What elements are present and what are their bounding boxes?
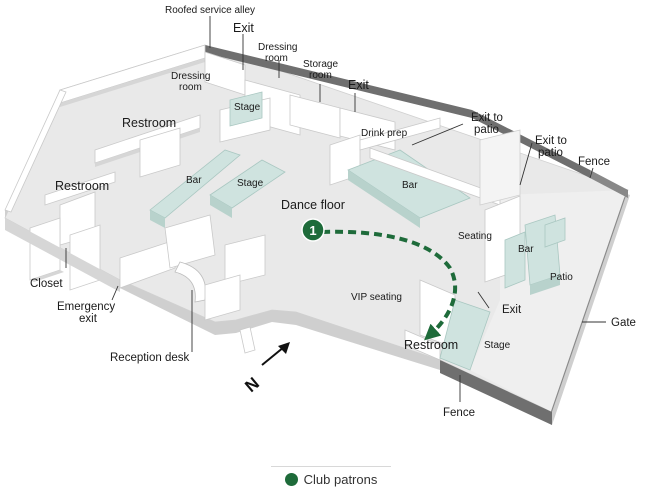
label-bar-patio: Bar (518, 244, 534, 255)
label-fence-bottom: Fence (443, 407, 475, 419)
label-exit-patio-side: Exit (502, 304, 522, 316)
fence-walls (205, 45, 628, 425)
label-emergency-exit-b: exit (79, 313, 98, 325)
label-storage-room-a: Storage (303, 59, 338, 70)
label-exit-top-left: Exit (233, 21, 254, 35)
leader-lines (65, 16, 606, 402)
label-restroom-bottom: Restroom (404, 338, 458, 352)
center-fixtures (149, 129, 521, 228)
patron-route: 1 (301, 218, 458, 341)
legend-dot-icon (284, 472, 298, 486)
label-drink-prep: Drink prep (361, 128, 408, 139)
label-dressing-room-2-a: Dressing (171, 71, 210, 82)
label-emergency-exit-a: Emergency (57, 301, 115, 313)
label-exit-to-patio-2-b: patio (538, 147, 563, 159)
label-dance-floor: Dance floor (281, 198, 345, 212)
label-dressing-room-1-a: Dressing (258, 42, 297, 53)
label-stage-bottom: Stage (484, 340, 511, 351)
label-roofed-service-alley: Roofed service alley (165, 5, 255, 16)
legend: Club patrons (271, 466, 391, 491)
patio-fixtures (484, 195, 566, 295)
label-stage-top: Stage (234, 102, 261, 113)
label-exit-to-patio-2-a: Exit to (535, 135, 567, 147)
label-storage-room-b: room (309, 70, 332, 81)
label-bar-center: Bar (402, 180, 418, 191)
label-seating: Seating (458, 231, 492, 242)
label-reception-desk: Reception desk (110, 352, 190, 364)
label-restroom-top: Restroom (122, 116, 176, 130)
label-exit-top-right: Exit (348, 78, 369, 92)
label-closet: Closet (30, 278, 63, 290)
legend-label: Club patrons (303, 471, 378, 487)
label-vip-seating: VIP seating (351, 292, 402, 303)
left-wing-walls (4, 44, 206, 292)
label-gate: Gate (611, 317, 636, 329)
north-label: N (241, 374, 263, 396)
label-stage-middle: Stage (237, 178, 264, 189)
label-dressing-room-1-b: room (265, 53, 288, 64)
label-fence-right: Fence (578, 156, 610, 168)
route-marker-circle (301, 218, 325, 242)
top-room-walls (204, 51, 441, 186)
label-exit-to-patio-1-b: patio (474, 124, 499, 136)
patron-path (321, 229, 458, 341)
label-bar-left: Bar (186, 175, 202, 186)
label-patio: Patio (550, 272, 573, 283)
label-dressing-room-2-b: room (179, 82, 202, 93)
room-labels: Roofed service alley Exit Dressing room … (30, 5, 636, 419)
label-exit-to-patio-1-a: Exit to (471, 112, 503, 124)
label-restroom-left: Restroom (55, 179, 109, 193)
route-marker-number: 1 (309, 223, 316, 238)
